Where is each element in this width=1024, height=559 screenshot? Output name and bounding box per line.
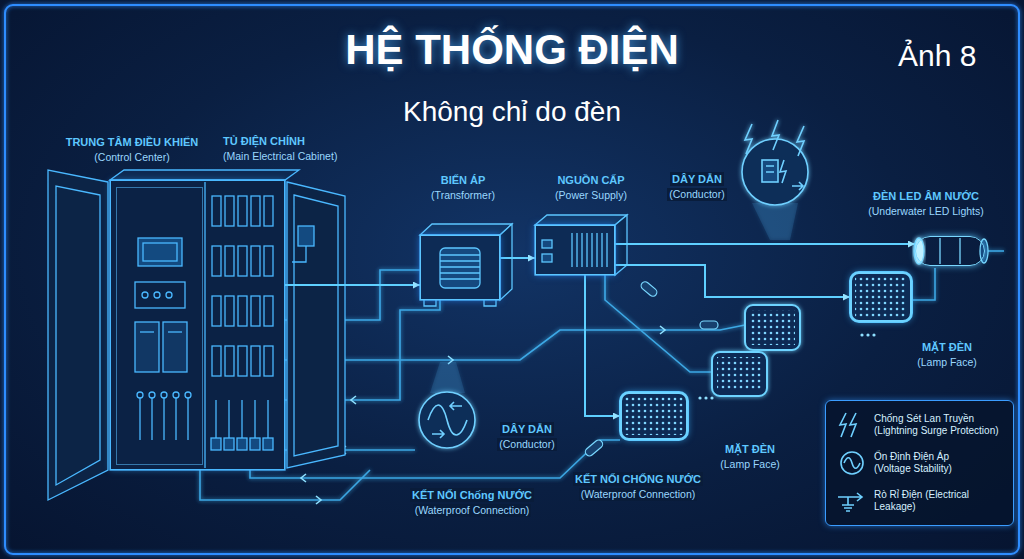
node-subheading: (Control Center) (94, 151, 169, 164)
frame (5, 5, 1019, 554)
node-subheading: (Main Electrical Cabinet) (223, 150, 337, 163)
node-heading: NGUỒN CẤP (557, 173, 624, 187)
node-heading: MẶT ĐÈN (725, 442, 775, 456)
more-lamps-dots (698, 333, 875, 399)
node-subheading: (Transformer) (431, 189, 495, 202)
waterproof-connectors (584, 280, 718, 457)
label-text: (Conductor) (497, 438, 556, 451)
control-center-section: TRUNG TÂM ĐIỀU KHIỂN(Control Center) (116, 187, 203, 465)
label-text: KẾT NỐI CHỐNG NƯỚC (573, 472, 703, 486)
diagram-title: HỆ THỐNG ĐIỆN (345, 26, 679, 74)
transformer-box: BIẾN ÁP(Transformer) (420, 235, 500, 300)
connector (285, 284, 420, 286)
legend-text: Ổn Định Điện Áp (Voltage Stability) (874, 451, 978, 475)
lamp-face: MẶT ĐÈN(Lamp Face) (620, 392, 688, 440)
label-text: Ảnh 8 (898, 38, 976, 74)
node-subheading: (Power Supply) (555, 189, 627, 202)
connector (615, 265, 850, 297)
transformer-drawing (420, 224, 512, 306)
power-supply-box: NGUỒN CẤP(Power Supply) (535, 225, 615, 275)
label-text: KẾT NỐI Chống NƯỚC (410, 488, 534, 502)
label-text: (Waterproof Connection) (579, 488, 698, 501)
legend-text: Rò Rỉ Điện (Electrical Leakage) (874, 489, 978, 513)
power-supply-drawing (535, 215, 627, 275)
label-text: DÂY DẪN (670, 172, 724, 186)
node-heading: ĐÈN LED ÂM NƯỚC (873, 189, 979, 203)
legend-text: Chống Sét Lan Truyền (Lightning Surge Pr… (874, 413, 1012, 437)
label-text: (Conductor) (667, 188, 726, 201)
node-subheading: (Lamp Face) (720, 458, 780, 471)
node-heading: TRUNG TÂM ĐIỀU KHIỂN (66, 135, 199, 149)
cabinet-drawing (48, 170, 345, 500)
node-heading: MẶT ĐÈN (922, 340, 972, 354)
cabinet-box: TỦ ĐIỆN CHÍNH(Main Electrical Cabinet)TR… (110, 180, 285, 470)
node-subheading: (Underwater LED Lights) (868, 205, 984, 218)
connector (615, 243, 915, 245)
node-heading: BIẾN ÁP (441, 173, 486, 187)
legend-box: Chống Sét Lan Truyền (Lightning Surge Pr… (825, 400, 1014, 526)
node-heading: TỦ ĐIỆN CHÍNH (223, 134, 305, 148)
voltage-stability-icon (419, 362, 475, 448)
node-subheading: (Lamp Face) (917, 356, 977, 369)
lamp-face: MẶT ĐÈN(Lamp Face) (850, 272, 912, 322)
label-text: Không chỉ do đèn (403, 95, 621, 129)
connector (500, 257, 535, 259)
surge-protection-icon (742, 120, 808, 240)
label-text: DÂY DẪN (500, 422, 554, 436)
led-light: ĐÈN LED ÂM NƯỚC(Underwater LED Lights) (915, 236, 985, 266)
label-text: (Waterproof Connection) (413, 504, 532, 517)
connector (585, 275, 620, 416)
led-light-drawing (914, 238, 988, 264)
